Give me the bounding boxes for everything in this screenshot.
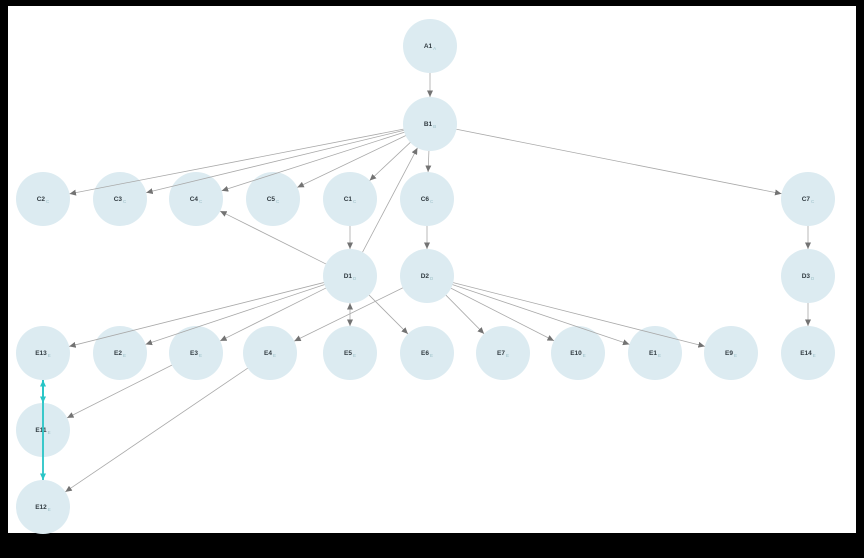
- node-label-E10: E10E: [570, 350, 586, 358]
- node-circle-E14[interactable]: [781, 326, 835, 380]
- edge-D2-E10[interactable]: [450, 287, 555, 342]
- node-label-E13: E13E: [35, 350, 51, 358]
- node-circle-C5[interactable]: [246, 172, 300, 226]
- node-label-A1: A1A: [424, 43, 436, 51]
- node-D2[interactable]: D2D: [400, 249, 454, 303]
- node-E1[interactable]: E1E: [628, 326, 682, 380]
- node-label-E4: E4E: [264, 350, 276, 358]
- node-D3[interactable]: D3D: [781, 249, 835, 303]
- node-circle-C7[interactable]: [781, 172, 835, 226]
- node-circle-E4[interactable]: [243, 326, 297, 380]
- node-label-D3: D3D: [802, 273, 815, 281]
- node-circle-E10[interactable]: [551, 326, 605, 380]
- node-circle-E6[interactable]: [400, 326, 454, 380]
- node-circle-E5[interactable]: [323, 326, 377, 380]
- node-label-C1: C1C: [344, 196, 357, 204]
- edge-D2-E9[interactable]: [453, 282, 705, 348]
- node-circle-D2[interactable]: [400, 249, 454, 303]
- edge-B1-C2[interactable]: [69, 128, 404, 196]
- node-C3[interactable]: C3C: [93, 172, 147, 226]
- node-E6[interactable]: E6E: [400, 326, 454, 380]
- node-circle-E1[interactable]: [628, 326, 682, 380]
- node-label-B1: B1B: [424, 121, 436, 129]
- node-circle-C6[interactable]: [400, 172, 454, 226]
- edge-D2-E4[interactable]: [294, 287, 403, 342]
- edge-D1-E13[interactable]: [69, 282, 324, 348]
- node-label-E12: E12E: [35, 504, 51, 512]
- node-E10[interactable]: E10E: [551, 326, 605, 380]
- edges-layer: [40, 73, 811, 493]
- node-C1[interactable]: C1C: [323, 172, 377, 226]
- node-label-E11: E11E: [35, 427, 50, 435]
- node-E7[interactable]: E7E: [476, 326, 530, 380]
- node-circle-E12[interactable]: [16, 480, 70, 534]
- node-label-E1: E1E: [649, 350, 661, 358]
- node-circle-E9[interactable]: [704, 326, 758, 380]
- node-label-E14: E14E: [800, 350, 816, 358]
- node-E14[interactable]: E14E: [781, 326, 835, 380]
- edge-B1-C1[interactable]: [369, 142, 411, 181]
- node-label-D1: D1D: [344, 273, 357, 281]
- node-A1[interactable]: A1A: [403, 19, 457, 73]
- edge-B1-C7[interactable]: [456, 128, 782, 196]
- node-label-E9: E9E: [725, 350, 737, 358]
- node-circle-E3[interactable]: [169, 326, 223, 380]
- node-label-E3: E3E: [190, 350, 202, 358]
- node-circle-B1[interactable]: [403, 97, 457, 151]
- edge-D1-E2[interactable]: [145, 284, 325, 346]
- node-E5[interactable]: E5E: [323, 326, 377, 380]
- node-label-C3: C3C: [114, 196, 127, 204]
- node-E4[interactable]: E4E: [243, 326, 297, 380]
- node-label-C5: C5C: [267, 196, 280, 204]
- node-circle-C3[interactable]: [93, 172, 147, 226]
- node-circle-D3[interactable]: [781, 249, 835, 303]
- node-label-E6: E6E: [421, 350, 433, 358]
- edge-E3-E11[interactable]: [66, 364, 173, 419]
- edge-B1-C5[interactable]: [297, 135, 406, 188]
- edge-D2-E1[interactable]: [452, 284, 630, 346]
- node-E12[interactable]: E12E: [16, 480, 70, 534]
- node-label-C4: C4C: [190, 196, 203, 204]
- edge-D2-E7[interactable]: [445, 294, 485, 335]
- node-label-E7: E7E: [497, 350, 509, 358]
- node-E3[interactable]: E3E: [169, 326, 223, 380]
- node-E2[interactable]: E2E: [93, 326, 147, 380]
- node-circle-A1[interactable]: [403, 19, 457, 73]
- node-label-C6: C6C: [421, 196, 434, 204]
- node-circle-E7[interactable]: [476, 326, 530, 380]
- node-E9[interactable]: E9E: [704, 326, 758, 380]
- node-label-C2: C2C: [37, 196, 50, 204]
- node-circle-E2[interactable]: [93, 326, 147, 380]
- edge-D1-B1[interactable]: [362, 147, 418, 253]
- node-circle-D1[interactable]: [323, 249, 377, 303]
- node-D1[interactable]: D1D: [323, 249, 377, 303]
- edge-B1-C3[interactable]: [146, 129, 404, 195]
- node-circle-C4[interactable]: [169, 172, 223, 226]
- edge-D1-C4[interactable]: [219, 210, 327, 265]
- nodes-layer: A1A B1B C2C C3C C4C C5C C1C C6C C7C D1D D2D D3D E13E…: [16, 19, 835, 534]
- edge-B1-C6[interactable]: [425, 150, 432, 173]
- edge-B1-C4[interactable]: [221, 131, 405, 192]
- node-B1[interactable]: B1B: [403, 97, 457, 151]
- node-C6[interactable]: C6C: [400, 172, 454, 226]
- node-circle-C1[interactable]: [323, 172, 377, 226]
- edge-D1-E3[interactable]: [219, 287, 327, 342]
- node-label-E2: E2E: [114, 350, 126, 358]
- node-circle-C2[interactable]: [16, 172, 70, 226]
- node-label-E5: E5E: [344, 350, 356, 358]
- node-C5[interactable]: C5C: [246, 172, 300, 226]
- node-label-D2: D2D: [421, 273, 434, 281]
- node-C4[interactable]: C4C: [169, 172, 223, 226]
- edge-E4-E12[interactable]: [65, 367, 248, 493]
- node-C7[interactable]: C7C: [781, 172, 835, 226]
- node-C2[interactable]: C2C: [16, 172, 70, 226]
- node-circle-E13[interactable]: [16, 326, 70, 380]
- node-E13[interactable]: E13E: [16, 326, 70, 380]
- node-label-C7: C7C: [802, 196, 815, 204]
